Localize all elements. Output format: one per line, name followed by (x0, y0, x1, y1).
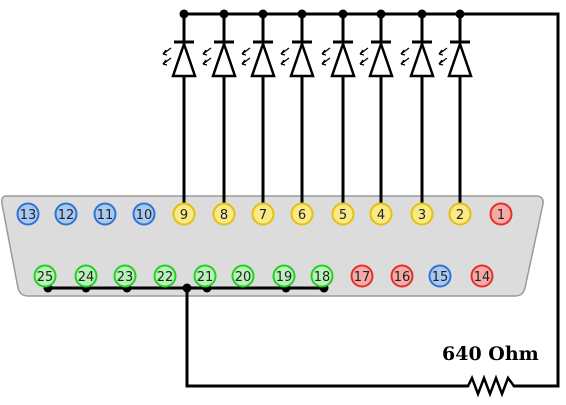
pin-label: 3 (418, 208, 426, 223)
pin-4: 4 (369, 202, 393, 226)
pin-22: 22 (153, 264, 177, 288)
led-3 (400, 12, 435, 205)
pin-label: 7 (259, 208, 267, 223)
pin-2: 2 (448, 202, 472, 226)
pin-8: 8 (212, 202, 236, 226)
led-7 (241, 12, 276, 205)
pin-3: 3 (410, 202, 434, 226)
led-5 (321, 12, 356, 205)
pin-label: 9 (180, 208, 188, 223)
pin-10: 10 (132, 202, 156, 226)
pin-label: 2 (456, 208, 464, 223)
pin-24: 24 (74, 264, 98, 288)
pin-label: 1 (497, 208, 505, 223)
pin-9: 9 (172, 202, 196, 226)
pin-16: 16 (390, 264, 414, 288)
led-array (162, 12, 473, 205)
pin-18: 18 (310, 264, 334, 288)
pin-label: 14 (474, 270, 491, 285)
pin-6: 6 (290, 202, 314, 226)
pin-label: 16 (394, 270, 411, 285)
led-8 (202, 12, 237, 205)
pin-label: 6 (298, 208, 306, 223)
led-4 (359, 12, 394, 205)
pin-label: 15 (432, 270, 449, 285)
pin-11: 11 (93, 202, 117, 226)
pin-label: 10 (136, 208, 153, 223)
pin-label: 13 (20, 208, 37, 223)
pin-label: 21 (197, 270, 214, 285)
pin-label: 4 (377, 208, 385, 223)
pin-19: 19 (272, 264, 296, 288)
pin-25: 25 (33, 264, 57, 288)
resistor (466, 374, 515, 398)
pin-20: 20 (231, 264, 255, 288)
led-2 (438, 12, 473, 205)
pin-12: 12 (54, 202, 78, 226)
pin-label: 5 (339, 208, 347, 223)
pin-label: 18 (314, 270, 331, 285)
resistor-zigzag (466, 374, 515, 398)
pin-21: 21 (193, 264, 217, 288)
led-6 (280, 12, 315, 205)
pin-1: 1 (489, 202, 513, 226)
resistor-ground-wire (185, 286, 470, 388)
common-bus-wire (182, 12, 560, 388)
led-9 (162, 12, 197, 205)
pin-label: 20 (235, 270, 252, 285)
pin-14: 14 (470, 264, 494, 288)
pin-label: 24 (78, 270, 95, 285)
pin-label: 19 (276, 270, 293, 285)
pin-23: 23 (113, 264, 137, 288)
pin-label: 25 (37, 270, 54, 285)
pin-label: 12 (58, 208, 75, 223)
pin-5: 5 (331, 202, 355, 226)
junction-dot (182, 283, 192, 293)
pin-label: 8 (220, 208, 228, 223)
pin-17: 17 (350, 264, 374, 288)
pin-13: 13 (16, 202, 40, 226)
pin-label: 22 (157, 270, 174, 285)
pin-15: 15 (428, 264, 452, 288)
resistor-label: 640 Ohm (442, 343, 539, 365)
pin-7: 7 (251, 202, 275, 226)
pin-label: 17 (354, 270, 371, 285)
pin-label: 23 (117, 270, 134, 285)
pin-label: 11 (97, 208, 114, 223)
